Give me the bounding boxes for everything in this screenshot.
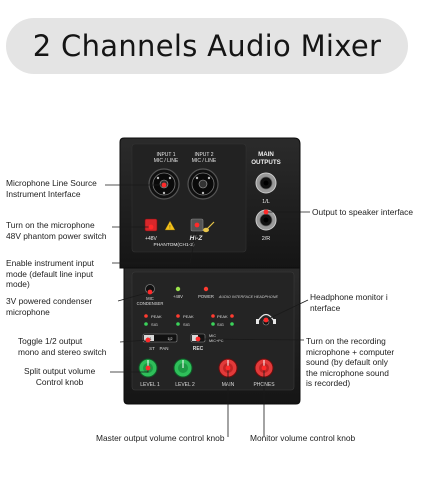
svg-text:SIG: SIG xyxy=(183,322,190,327)
condenser-label: CONDENSER xyxy=(137,301,164,306)
rec-mic-pc-label: MIC+PC xyxy=(209,339,224,343)
main-outputs-label: MAIN xyxy=(258,151,274,158)
headphone-label: HEADPHONE xyxy=(254,295,279,299)
switch-st-label: ST xyxy=(149,346,155,351)
input1-xlr-combo-jack-icon[interactable] xyxy=(148,168,180,200)
switch-position-1-label: 1|1 xyxy=(147,337,152,341)
switch-pan-label: PAN xyxy=(160,346,169,351)
audio-interface-label: AUDIO INTERFACE xyxy=(218,295,254,299)
callout-instrument-input: Enable instrument input mode (default li… xyxy=(6,258,94,290)
input1-sub-label: MIC / LINE xyxy=(154,158,179,164)
output-left-quarter-inch-jack-icon[interactable] xyxy=(255,172,277,194)
callout-mic-line-source: Microphone Line Source Instrument Interf… xyxy=(6,178,97,199)
callout-headphone-monitor: Headphone monitor i nterface xyxy=(310,292,388,313)
callout-toggle-output: Toggle 1/2 output mono and stereo switch xyxy=(18,336,107,357)
input2-sub-label: MIC / LINE xyxy=(192,158,217,164)
page-title: 2 Channels Audio Mixer xyxy=(32,29,382,63)
output-right-label: 2/R xyxy=(262,236,271,242)
rec-label: REC xyxy=(193,346,204,352)
level1-knob-label: LEVEL 1 xyxy=(140,382,160,388)
callout-master-volume: Master output volume control knob xyxy=(96,433,225,443)
callout-monitor-volume: Monitor volume control knob xyxy=(250,433,356,443)
phantom-power-button[interactable] xyxy=(144,218,158,232)
level1-knob-icon[interactable] xyxy=(138,358,158,378)
guitar-icon xyxy=(203,221,215,233)
level2-knob-label: LEVEL 2 xyxy=(175,382,195,388)
switch-position-2-label: 1|2 xyxy=(168,337,173,341)
svg-text:PEAK: PEAK xyxy=(183,314,194,319)
rec-mic-label: MIC xyxy=(209,334,216,338)
callout-speaker-output: Output to speaker interface xyxy=(312,207,414,217)
svg-text:PEAK: PEAK xyxy=(151,314,162,319)
svg-text:PEAK: PEAK xyxy=(217,314,228,319)
input1-label: INPUT 1 xyxy=(156,152,175,158)
phones-knob-label: PHONES xyxy=(253,382,275,388)
channel2-meter: PEAK SIG xyxy=(176,314,194,327)
callout-split-volume: Split output volume Control knob xyxy=(24,366,96,387)
callout-recording-sound: Turn on the recording microphone + compu… xyxy=(306,336,395,389)
input2-label: INPUT 2 xyxy=(194,152,213,158)
phantom-led-indicator-icon xyxy=(175,286,181,292)
power-led-label: POWER xyxy=(198,294,214,299)
callout-condenser-mic: 3V powered condenser microphone xyxy=(6,296,93,317)
power-led-indicator-icon xyxy=(203,286,209,292)
main-meter: PEAK SIG xyxy=(211,314,234,327)
level2-knob-icon[interactable] xyxy=(173,358,193,378)
main-outputs-label-2: OUTPUTS xyxy=(251,159,281,166)
svg-text:!: ! xyxy=(169,225,170,231)
hi-z-button[interactable] xyxy=(190,218,204,232)
input2-xlr-combo-jack-icon[interactable] xyxy=(187,168,219,200)
headphone-jack-icon[interactable] xyxy=(262,318,270,326)
svg-text:SIG: SIG xyxy=(217,322,224,327)
main-knob-label: MAIN xyxy=(222,382,235,388)
phantom-channel-label: PHANTOM(CH1-2) xyxy=(154,242,195,248)
callout-phantom-power: Turn on the microphone 48V phantom power… xyxy=(6,220,107,241)
channel1-meter: PEAK SIG xyxy=(144,314,162,327)
phantom-volt-label: +48V xyxy=(145,236,157,242)
title-banner: 2 Channels Audio Mixer xyxy=(6,18,408,74)
main-knob-icon[interactable] xyxy=(218,358,238,378)
output-right-quarter-inch-jack-icon[interactable] xyxy=(255,209,277,231)
phantom-led-label: +48V xyxy=(173,294,183,299)
condenser-mic-jack-icon[interactable] xyxy=(145,284,155,294)
hi-z-label: Hi-Z xyxy=(190,235,204,242)
warning-triangle-icon: ! xyxy=(164,220,176,231)
output-left-label: 1/L xyxy=(262,199,270,205)
svg-text:SIG: SIG xyxy=(151,322,158,327)
phones-knob-icon[interactable] xyxy=(254,358,274,378)
lower-face-plate xyxy=(131,271,295,391)
